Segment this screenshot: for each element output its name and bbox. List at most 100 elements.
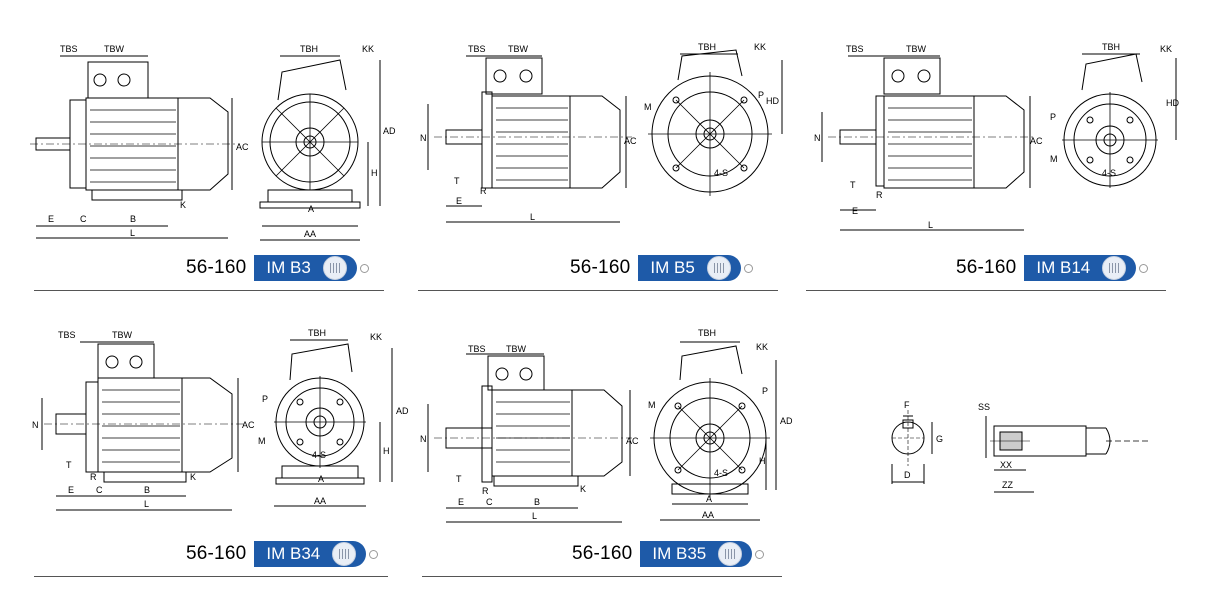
- dot-icon: [743, 263, 753, 273]
- b35-caption: 56-160 IM B35: [572, 540, 765, 568]
- b14-r-label: R: [876, 190, 883, 200]
- im-b35-drawing: TBS TBW TBH KK AC AD H N T R K E C B L M…: [420, 328, 793, 523]
- b34-s-label: 4-S: [312, 450, 326, 460]
- b35-baseline: [422, 576, 782, 577]
- panel-shaft-detail: F G D SS XX ZZ: [870, 380, 1200, 510]
- b14-tbs-label: TBS: [846, 44, 864, 54]
- b34-tbw-label: TBW: [112, 330, 133, 340]
- b14-n-label: N: [814, 133, 821, 143]
- b35-tbw-label: TBW: [506, 344, 527, 354]
- b34-kk-label: KK: [370, 332, 382, 342]
- b35-k-label: K: [580, 484, 586, 494]
- b14-mounting-badge: IM B14: [1024, 255, 1137, 281]
- b3-caption: 56-160 IM B3: [186, 254, 369, 282]
- b5-r-label: R: [480, 186, 487, 196]
- panel-im-b3: TBS TBW TBH KK AC AD H K E C B L A AA 56…: [0, 0, 400, 300]
- b34-m-label: M: [258, 436, 266, 446]
- dot-icon: [755, 549, 765, 559]
- b14-baseline: [806, 290, 1166, 291]
- b5-mounting-label: IM B5: [650, 258, 695, 277]
- b34-e-label: E: [68, 485, 74, 495]
- b35-kk-label: KK: [756, 342, 768, 352]
- b3-a-label: A: [308, 204, 314, 214]
- shaft-f-label: F: [904, 400, 910, 410]
- b34-ad-label: AD: [396, 406, 409, 416]
- shaft-detail-drawing: F G D SS XX ZZ: [891, 400, 1150, 493]
- b35-l-label: L: [532, 511, 537, 521]
- b35-h-label: H: [759, 456, 766, 466]
- b34-l-label: L: [144, 499, 149, 509]
- b35-tbh-label: TBH: [698, 328, 716, 338]
- shaft-xx-label: XX: [1000, 460, 1012, 470]
- b3-aa-label: AA: [304, 229, 316, 239]
- b5-s-label: 4-S: [714, 168, 728, 178]
- grid-icon: [322, 256, 347, 280]
- b3-e-label: E: [48, 214, 54, 224]
- b3-ac-label: AC: [236, 142, 249, 152]
- b35-a-label: A: [706, 494, 712, 504]
- b35-m-label: M: [648, 400, 656, 410]
- b35-ad-label: AD: [780, 416, 793, 426]
- b5-mounting-badge: IM B5: [638, 255, 741, 281]
- b34-c-label: C: [96, 485, 103, 495]
- grid-icon: [706, 256, 731, 280]
- b34-baseline: [34, 576, 388, 577]
- b34-r-label: R: [90, 472, 97, 482]
- im-b5-drawing: TBS TBW TBH KK HD AC N T R E L M P 4-S: [420, 42, 783, 223]
- b14-size-range: 56-160: [956, 257, 1017, 278]
- shaft-d-label: D: [904, 470, 911, 480]
- shaft-ss-label: SS: [978, 402, 990, 412]
- b14-kk-label: KK: [1160, 44, 1172, 54]
- b5-p-label: P: [758, 90, 764, 100]
- b14-mounting-label: IM B14: [1036, 258, 1091, 277]
- b34-caption: 56-160 IM B34: [186, 540, 379, 568]
- b35-c-label: C: [486, 497, 493, 507]
- b34-tbh-label: TBH: [308, 328, 326, 338]
- b14-l-label: L: [928, 220, 933, 230]
- b35-r-label: R: [482, 486, 489, 496]
- b3-size-range: 56-160: [186, 257, 247, 278]
- b35-tbs-label: TBS: [468, 344, 486, 354]
- b3-baseline: [34, 290, 384, 291]
- b34-mounting-badge: IM B34: [254, 541, 367, 567]
- b3-b-label: B: [130, 214, 136, 224]
- b3-tbw-label: TBW: [104, 44, 125, 54]
- grid-icon: [332, 542, 357, 566]
- b5-tbw-label: TBW: [508, 44, 529, 54]
- b34-n-label: N: [32, 420, 39, 430]
- b14-s-label: 4-S: [1102, 168, 1116, 178]
- shaft-g-label: G: [936, 434, 943, 444]
- im-b34-drawing: TBS TBW TBH KK AC AD H N T R K E C B L P…: [32, 328, 409, 511]
- b5-tbs-label: TBS: [468, 44, 486, 54]
- b34-size-range: 56-160: [186, 543, 247, 564]
- dot-icon: [369, 549, 379, 559]
- panel-im-b34: TBS TBW TBH KK AC AD H N T R K E C B L P…: [0, 300, 410, 600]
- b3-l-label: L: [130, 228, 135, 238]
- b5-l-label: L: [530, 212, 535, 222]
- b35-p-label: P: [762, 386, 768, 396]
- b35-ac-label: AC: [626, 436, 639, 446]
- b35-b-label: B: [534, 497, 540, 507]
- b14-caption: 56-160 IM B14: [956, 254, 1149, 282]
- b14-m-label: M: [1050, 154, 1058, 164]
- b34-aa-label: AA: [314, 496, 326, 506]
- b5-size-range: 56-160: [570, 257, 631, 278]
- b14-tbh-label: TBH: [1102, 42, 1120, 52]
- b35-t-label: T: [456, 474, 462, 484]
- b35-e-label: E: [458, 497, 464, 507]
- b34-tbs-label: TBS: [58, 330, 76, 340]
- shaft-zz-label: ZZ: [1002, 480, 1013, 490]
- b14-tbw-label: TBW: [906, 44, 927, 54]
- panel-im-b35: TBS TBW TBH KK AC AD H N T R K E C B L M…: [410, 300, 810, 600]
- im-b3-drawing: TBS TBW TBH KK AC AD H K E C B L A AA: [30, 44, 396, 241]
- panel-im-b14: TBS TBW TBH KK HD AC N T R E L P M 4-S 5…: [800, 0, 1210, 300]
- b34-p-label: P: [262, 394, 268, 404]
- b3-tbs-label: TBS: [60, 44, 78, 54]
- b14-e-label: E: [852, 206, 858, 216]
- b3-kk-label: KK: [362, 44, 374, 54]
- b35-size-range: 56-160: [572, 543, 633, 564]
- b34-t-label: T: [66, 460, 72, 470]
- im-b14-drawing: TBS TBW TBH KK HD AC N T R E L P M 4-S: [814, 42, 1179, 231]
- dot-icon: [1139, 263, 1149, 273]
- b34-a-label: A: [318, 474, 324, 484]
